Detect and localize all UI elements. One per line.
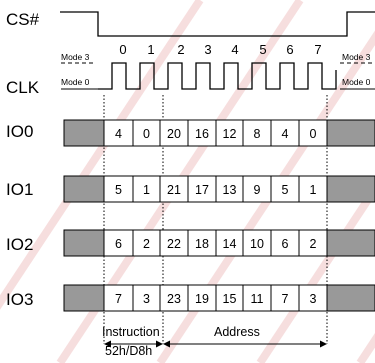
dont-care-block-right	[326, 175, 375, 203]
mode0-left-label: Mode 0	[61, 77, 90, 87]
address-arrow-head-left	[163, 340, 170, 348]
io-bit-cell	[270, 284, 300, 312]
io-bit-cell	[103, 119, 134, 147]
io-bit-value: 4	[115, 126, 122, 141]
cs-waveform	[60, 11, 375, 37]
io-bit-cell	[298, 229, 328, 257]
mode0-right-label: Mode 0	[342, 77, 371, 87]
io-bit-value: 1	[309, 182, 317, 197]
io-bit-value: 13	[222, 182, 237, 197]
cycle-number: 6	[286, 42, 294, 57]
io-bit-value: 15	[222, 291, 237, 306]
dont-care-block-right	[326, 229, 375, 257]
io-bit-value: 5	[115, 182, 122, 197]
io-bit-cell	[298, 119, 328, 147]
io-bit-value: 20	[167, 126, 181, 141]
io-bit-cell	[298, 175, 328, 203]
io-bit-value: 4	[281, 126, 289, 141]
instruction-arrow-head-right	[156, 340, 163, 348]
io-bit-value: 10	[250, 236, 264, 251]
io-bit-value: 6	[281, 236, 289, 251]
io-bit-value: 18	[195, 236, 209, 251]
mode3-right-label: Mode 3	[342, 52, 371, 62]
io-bit-cell	[103, 229, 134, 257]
io-bit-value: 5	[281, 182, 289, 197]
io-bit-value: 1	[143, 182, 150, 197]
io-bit-cell	[242, 229, 272, 257]
io-bit-value: 14	[222, 236, 237, 251]
io-bit-value: 23	[167, 291, 181, 306]
io-bit-cell	[187, 229, 217, 257]
io1-label: IO1	[6, 180, 34, 199]
address-arrow-head-right	[320, 340, 327, 348]
io-bit-cell	[298, 284, 328, 312]
io-bit-cell	[270, 119, 300, 147]
io-bit-value: 0	[309, 126, 317, 141]
instruction-code-label: 52h/D8h	[105, 344, 153, 358]
io-bit-value: 7	[115, 291, 122, 306]
dont-care-block-right	[326, 284, 375, 312]
io0-label: IO0	[6, 122, 34, 141]
mode3-left-label: Mode 3	[61, 52, 90, 62]
cycle-number: 4	[231, 42, 239, 57]
io-bit-value: 21	[167, 182, 181, 197]
io-bit-cell	[132, 175, 161, 203]
io2-label: IO2	[6, 235, 34, 254]
io-bit-cell	[215, 175, 244, 203]
cycle-number: 0	[119, 42, 127, 57]
io-bit-cell	[187, 119, 217, 147]
io-bit-cell	[242, 284, 272, 312]
cs-label: CS#	[6, 10, 40, 29]
io-bit-value: 17	[195, 182, 209, 197]
io-bit-value: 6	[115, 236, 122, 251]
io-bit-cell	[132, 229, 161, 257]
cycle-number: 3	[204, 42, 212, 57]
io-bit-value: 3	[143, 291, 150, 306]
cycle-number: 2	[177, 42, 185, 57]
io-bit-value: 7	[281, 291, 289, 306]
instruction-label: Instruction	[102, 325, 160, 339]
address-label: Address	[214, 325, 260, 339]
io-bit-value: 3	[309, 291, 317, 306]
io-bit-cell	[159, 284, 189, 312]
io-bit-cell	[215, 284, 244, 312]
io-bit-value: 0	[143, 126, 150, 141]
io-bit-cell	[270, 229, 300, 257]
clk-waveform	[98, 62, 337, 90]
dont-care-block-left	[63, 119, 105, 147]
io-bit-value: 16	[195, 126, 209, 141]
io-bit-value: 12	[222, 126, 237, 141]
io-bit-cell	[242, 175, 272, 203]
dont-care-block-left	[63, 284, 105, 312]
io-bit-cell	[159, 175, 189, 203]
io-bit-cell	[159, 119, 189, 147]
io-bit-cell	[270, 175, 300, 203]
dont-care-block-right	[326, 119, 375, 147]
io-bit-value: 11	[250, 291, 264, 306]
clk-label: CLK	[6, 78, 40, 97]
io-bit-cell	[132, 119, 161, 147]
io-bit-cell	[215, 119, 244, 147]
io-bit-value: 2	[143, 236, 150, 251]
io-bit-value: 2	[309, 236, 317, 251]
cycle-number: 5	[259, 42, 267, 57]
io-bit-value: 9	[253, 182, 261, 197]
io-bit-value: 22	[167, 236, 181, 251]
io-bit-cell	[103, 284, 134, 312]
dont-care-block-left	[63, 229, 105, 257]
cycle-number: 1	[147, 42, 155, 57]
cycle-number: 7	[314, 42, 322, 57]
io3-label: IO3	[6, 290, 34, 309]
io-bit-value: 19	[195, 291, 209, 306]
io-bit-cell	[215, 229, 244, 257]
io-bit-value: 8	[253, 126, 261, 141]
instruction-arrow-head-left	[104, 340, 111, 348]
dont-care-block-left	[63, 175, 105, 203]
